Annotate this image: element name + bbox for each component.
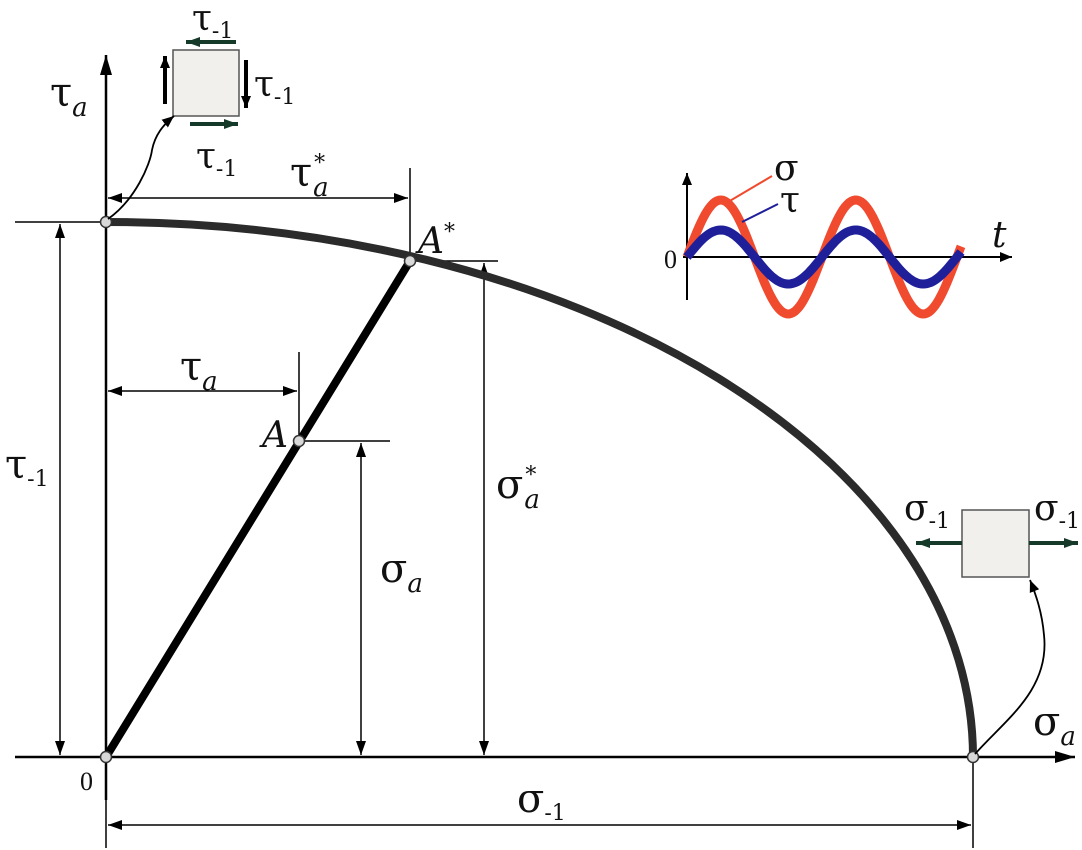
shear-top-label: τ-1 (192, 0, 233, 44)
sigma-a-star-label: σ*a (496, 462, 540, 515)
tau-neg1-label: τ-1 (5, 442, 49, 492)
load-ray (102, 258, 414, 760)
time-inset: σ τ t 0 (664, 148, 1012, 319)
tension-element (961, 509, 1030, 578)
point-a (292, 434, 306, 448)
limit-curve (105, 218, 977, 758)
shear-element (172, 49, 240, 117)
shear-bottom-label: τ-1 (196, 136, 237, 182)
sigma-leader (727, 175, 773, 203)
tau-axis-label: τa (50, 70, 88, 123)
origin-label: 0 (80, 767, 93, 796)
point-a-star (403, 254, 417, 268)
point-a-label: A (259, 415, 288, 456)
inset-tau-label: τ (780, 180, 800, 221)
tension-right-label: σ-1 (1034, 488, 1080, 534)
inset-origin-label: 0 (664, 245, 677, 274)
tau-leader (741, 203, 779, 223)
sigma-axis-label: σa (1033, 699, 1076, 752)
point-a-star-label: A* (415, 220, 455, 262)
inset-time-label: t (992, 215, 1007, 256)
sigma-neg1-label: σ-1 (517, 776, 566, 826)
sigma-a-label: σa (380, 546, 423, 599)
inset-sigma-label: σ (774, 148, 799, 189)
tau-wave (683, 225, 965, 289)
shear-right-label: τ-1 (254, 64, 295, 110)
shear-leader (107, 115, 175, 220)
tau-a-label: τa (180, 344, 218, 397)
tension-leader (974, 579, 1046, 755)
point-origin (99, 750, 113, 764)
tension-left-label: σ-1 (904, 488, 950, 534)
tau-a-star-label: τ*a (290, 150, 329, 203)
